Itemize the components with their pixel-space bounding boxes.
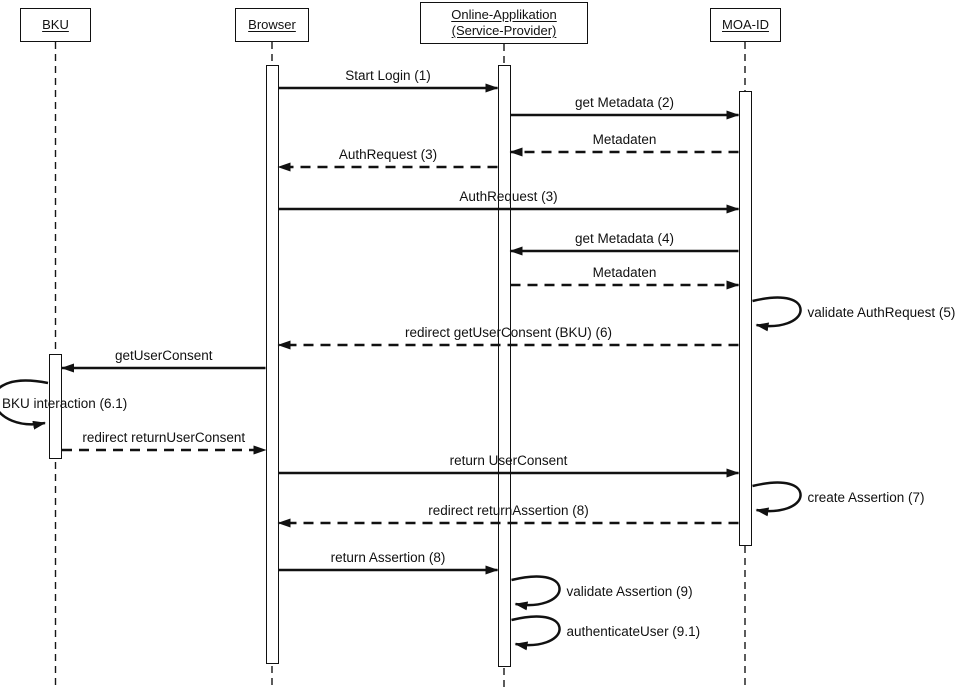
actor-box-bku: BKU — [20, 8, 91, 42]
message-label: validate Assertion (9) — [566, 584, 693, 599]
message-label: getUserConsent — [114, 348, 213, 363]
message-label: redirect getUserConsent (BKU) (6) — [404, 325, 613, 340]
actor-label-bku: BKU — [42, 17, 69, 32]
message-label: Start Login (1) — [345, 68, 431, 83]
message-label: create Assertion (7) — [807, 490, 925, 505]
message-label: redirect returnUserConsent — [82, 430, 246, 445]
message-label: AuthRequest (3) — [459, 189, 558, 204]
message-label: authenticateUser (9.1) — [566, 624, 701, 639]
message-label: return UserConsent — [449, 453, 568, 468]
message-label: Metadaten — [592, 132, 657, 147]
message-label: return Assertion (8) — [330, 550, 446, 565]
actor-box-moaid: MOA-ID — [710, 8, 781, 42]
message-label: validate AuthRequest (5) — [807, 305, 956, 320]
actor-label-browser: Browser — [248, 17, 296, 32]
actor-box-browser: Browser — [235, 8, 309, 42]
message-label: redirect returnAssertion (8) — [428, 503, 589, 518]
self-message-arrow — [511, 615, 561, 651]
actor-label-oa: Online-Applikation (Service-Provider) — [451, 7, 557, 38]
self-message-arrow — [511, 575, 561, 611]
message-label: get Metadata (4) — [574, 231, 675, 246]
actor-label-moaid: MOA-ID — [722, 17, 769, 32]
activation-bar-moaid — [738, 91, 752, 546]
actor-box-oa: Online-Applikation (Service-Provider) — [420, 2, 588, 44]
message-label: BKU interaction (6.1) — [2, 396, 128, 411]
message-label: Metadaten — [592, 265, 657, 280]
self-message-arrow — [752, 296, 802, 332]
message-label: get Metadata (2) — [574, 95, 675, 110]
activation-bar-oa — [497, 65, 511, 667]
activation-bar-browser — [265, 65, 279, 664]
message-label: AuthRequest (3) — [338, 147, 438, 162]
self-message-arrow — [752, 481, 802, 517]
